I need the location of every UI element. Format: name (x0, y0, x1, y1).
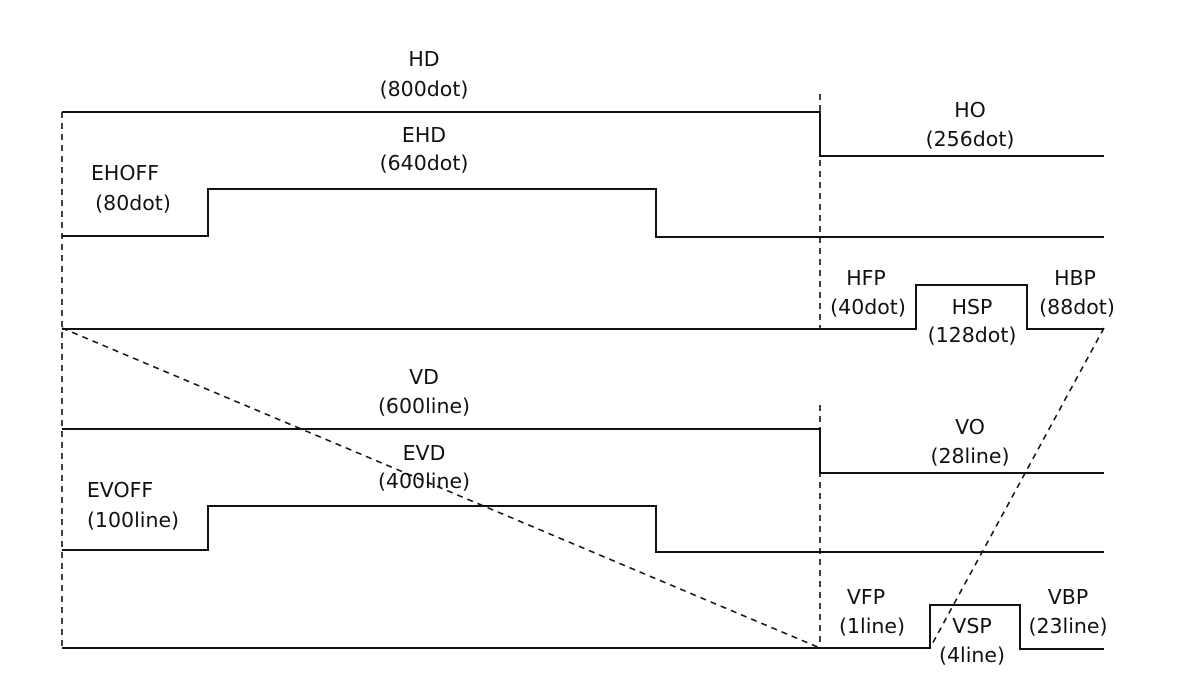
hd-ho-waveform (62, 111, 1104, 157)
evd-waveform (62, 505, 1104, 553)
vd-vo-waveform (62, 428, 1104, 474)
ehoff-label: EHOFF (91, 161, 159, 185)
evoff-label: EVOFF (87, 478, 153, 502)
hbp-to-vsync-diagonal (929, 327, 1105, 649)
ho-value: (256dot) (926, 127, 1015, 151)
vsp-value: (4line) (939, 643, 1005, 667)
hd-label: HD (408, 47, 439, 71)
vfp-label: VFP (847, 585, 885, 609)
vo-value: (28line) (930, 444, 1009, 468)
vo-label: VO (955, 415, 985, 439)
ehd-value: (640dot) (380, 151, 469, 175)
vfp-value: (1line) (839, 614, 905, 638)
vbp-value: (23line) (1028, 614, 1107, 638)
hd-value: (800dot) (380, 77, 469, 101)
ehd-label: EHD (402, 123, 446, 147)
vsp-label: VSP (952, 614, 991, 638)
hfp-label: HFP (846, 266, 886, 290)
hsp-value: (128dot) (928, 323, 1017, 347)
hsp-label: HSP (952, 295, 993, 319)
vd-value: (600line) (378, 394, 470, 418)
vbp-label: VBP (1048, 585, 1088, 609)
hsync-to-vsync-diagonal (61, 327, 821, 649)
hfp-value: (40dot) (830, 295, 906, 319)
ehoff-value: (80dot) (95, 191, 171, 215)
evoff-value: (100line) (87, 508, 179, 532)
evd-value: (400line) (378, 469, 470, 493)
ho-label: HO (954, 98, 986, 122)
hsync-waveform (62, 284, 1104, 330)
vsync-waveform (62, 604, 1104, 650)
vd-label: VD (409, 365, 439, 389)
hbp-label: HBP (1054, 266, 1096, 290)
hbp-value: (88dot) (1039, 295, 1115, 319)
ehd-waveform (62, 188, 1104, 238)
evd-label: EVD (403, 441, 446, 465)
